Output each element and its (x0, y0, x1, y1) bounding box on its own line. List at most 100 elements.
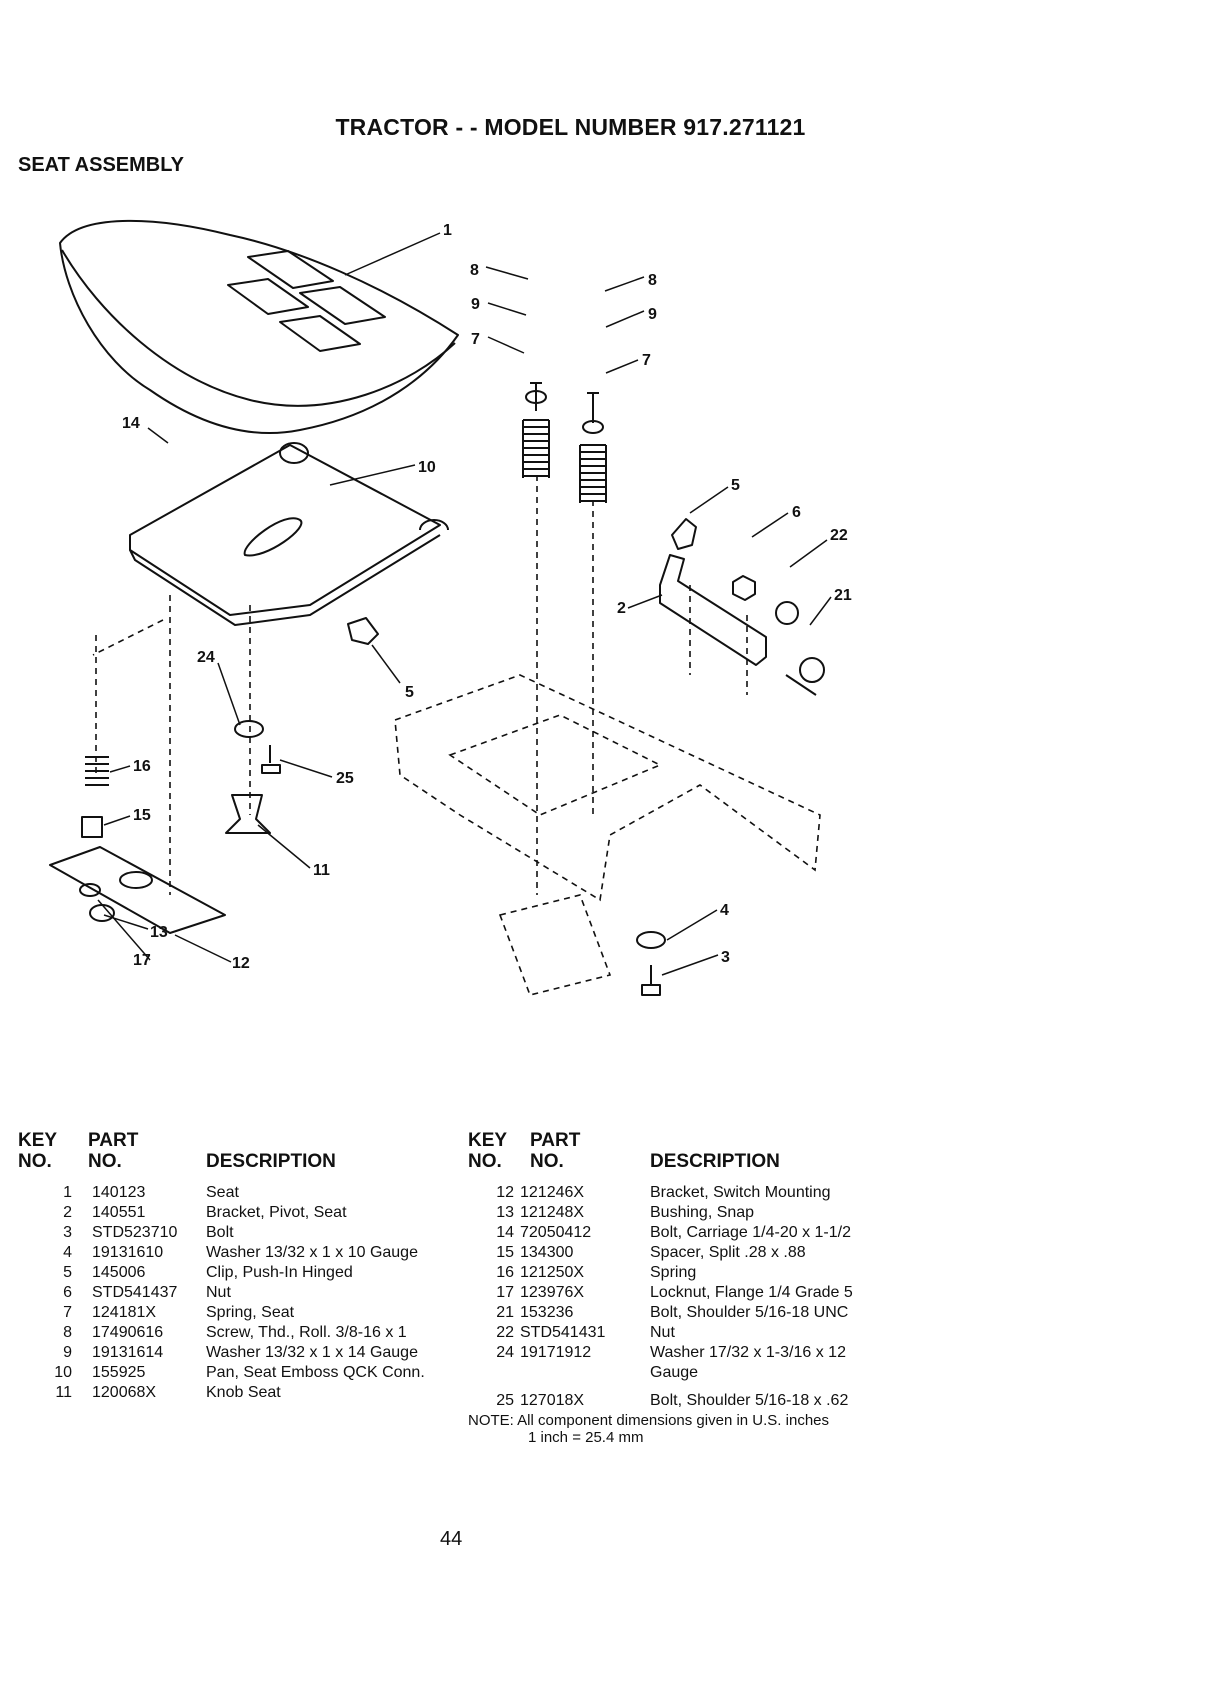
part-no: 19171912 (520, 1344, 592, 1361)
part-description: Seat (206, 1184, 239, 1201)
part-description: Bolt, Carriage 1/4-20 x 1-1/2 (650, 1224, 851, 1241)
part-description: Locknut, Flange 1/4 Grade 5 (650, 1284, 853, 1301)
description-header: DESCRIPTION (650, 1151, 780, 1172)
part-description: Bushing, Snap (650, 1204, 755, 1221)
units-note-line1: NOTE: All component dimensions given in … (468, 1412, 830, 1429)
units-note: NOTE: All component dimensions given in … (468, 1412, 829, 1446)
part-description: Spring (650, 1264, 697, 1281)
seat-pan-part (129, 442, 449, 626)
part-description: Knob Seat (206, 1384, 281, 1401)
key-no: 10 (54, 1364, 72, 1381)
part-description: Bracket, Pivot, Seat (206, 1204, 347, 1221)
part-description: Washer 17/32 x 1-3/16 x 12 (650, 1344, 846, 1361)
switch-bracket-part (49, 846, 226, 934)
callout-label: 15 (133, 807, 151, 824)
part-description: Pan, Seat Emboss QCK Conn. (206, 1364, 425, 1381)
part-no: 140123 (92, 1184, 146, 1201)
seat-spring-right (579, 444, 607, 503)
part-description: Washer 13/32 x 1 x 14 Gauge (206, 1344, 418, 1361)
pivot-bracket-part (659, 554, 767, 666)
key-no: 17 (496, 1284, 514, 1301)
callout-label: 13 (150, 924, 168, 941)
callout-label: 21 (834, 587, 852, 604)
key-no: 2 (63, 1204, 72, 1221)
callout-label: 5 (405, 684, 414, 701)
callout-label: 4 (720, 902, 729, 919)
callout-labels: 1 14 10 8 9 7 8 9 7 5 6 22 21 2 24 5 16 … (122, 222, 852, 972)
callout-label: 5 (731, 477, 740, 494)
page-title-text: TRACTOR - - MODEL NUMBER 917.271121 (335, 114, 806, 140)
page-number: 44 (440, 1528, 463, 1550)
callout-label: 12 (232, 955, 250, 972)
key-no: 11 (55, 1384, 72, 1401)
part-description: Clip, Push-In Hinged (206, 1264, 353, 1281)
part-no: 120068X (92, 1384, 157, 1401)
key-no: 8 (63, 1324, 72, 1341)
callout-label: 6 (792, 504, 801, 521)
callout-label: 3 (721, 949, 730, 966)
callout-label: 9 (471, 296, 480, 313)
part-no: 19131614 (92, 1344, 164, 1361)
part-no: 123976X (520, 1284, 585, 1301)
seat-part (59, 219, 459, 434)
callout-label: 14 (122, 415, 140, 432)
part-no: 121246X (520, 1184, 585, 1201)
part-no: 124181X (92, 1304, 157, 1321)
part-description: Bracket, Switch Mounting (650, 1184, 831, 1201)
key-no: 25 (496, 1392, 514, 1409)
part-no: 121248X (520, 1204, 585, 1221)
callout-label: 22 (830, 527, 848, 544)
part-no: STD541437 (92, 1284, 178, 1301)
callout-label: 17 (133, 952, 151, 969)
callout-label: 2 (617, 600, 626, 617)
part-no: 140551 (92, 1204, 146, 1221)
callout-label: 1 (443, 222, 452, 239)
callout-label: 8 (648, 272, 657, 289)
part-description: Bolt, Shoulder 5/16-18 x .62 (650, 1392, 849, 1409)
part-no: STD523710 (92, 1224, 178, 1241)
part-no: 19131610 (92, 1244, 164, 1261)
callout-label: 16 (133, 758, 151, 775)
callout-label: 8 (470, 262, 479, 279)
part-no: 145006 (92, 1264, 146, 1281)
part-description: Bolt, Shoulder 5/16-18 UNC (650, 1304, 849, 1321)
callout-label: 11 (313, 862, 330, 879)
key-no: 12 (496, 1184, 514, 1201)
key-no: 6 (63, 1284, 72, 1301)
part-description: Bolt (206, 1224, 234, 1241)
exploded-parts-diagram: 1 14 10 8 9 7 8 9 7 5 6 22 21 2 24 5 16 … (49, 219, 852, 996)
part-no: 134300 (520, 1244, 574, 1261)
part-no: 155925 (92, 1364, 146, 1381)
key-no: 5 (63, 1264, 72, 1281)
key-no: 21 (496, 1304, 514, 1321)
units-note-line2: 1 inch = 25.4 mm (528, 1429, 644, 1446)
callout-label: 25 (336, 770, 354, 787)
part-no: 121250X (520, 1264, 585, 1281)
part-no: 153236 (520, 1304, 574, 1321)
part-description: Washer 13/32 x 1 x 10 Gauge (206, 1244, 418, 1261)
callout-label: 7 (471, 331, 480, 348)
page-title: TRACTOR - - MODEL NUMBER 917.271121 (0, 114, 1211, 141)
key-no: 16 (496, 1264, 514, 1281)
callout-label: 24 (197, 649, 215, 666)
callout-label: 7 (642, 352, 651, 369)
key-no: 22 (496, 1324, 514, 1341)
seat-spring-left (522, 419, 550, 478)
key-no: 1 (63, 1184, 72, 1201)
part-no: 72050412 (520, 1224, 592, 1241)
part-description: Nut (206, 1284, 231, 1301)
key-no: 15 (496, 1244, 514, 1261)
part-no: 127018X (520, 1392, 585, 1409)
key-no: 3 (63, 1224, 72, 1241)
part-description-continued: Gauge (650, 1364, 699, 1381)
key-no: 7 (63, 1304, 72, 1321)
callout-label: 10 (418, 459, 436, 476)
callout-label: 9 (648, 306, 657, 323)
key-no: 24 (496, 1344, 514, 1361)
key-no: 14 (496, 1224, 514, 1241)
key-no: 4 (63, 1244, 72, 1261)
